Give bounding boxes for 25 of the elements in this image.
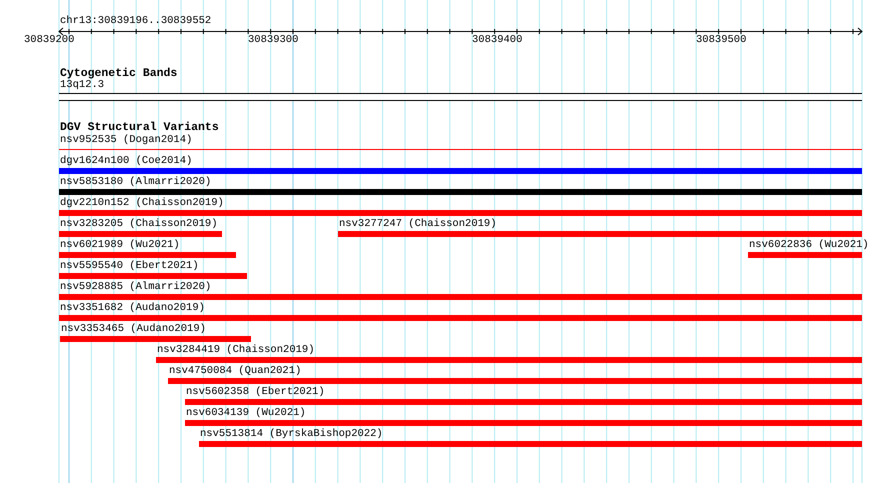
variant-label: nsv3353465 (Audano2019) — [61, 323, 206, 335]
band-label: 13q12.3 — [60, 79, 104, 91]
variant-label: dgv1624n100 (Coe2014) — [60, 155, 192, 167]
tick-label: 30839300 — [248, 34, 298, 46]
variant-label: nsv6022836 (Wu2021) — [749, 239, 869, 251]
track-title: DGV Structural Variants — [60, 122, 219, 134]
tick-label: 30839400 — [472, 34, 522, 46]
variant-label: nsv5928885 (Almarri2020) — [60, 281, 212, 293]
variant-label: nsv3351682 (Audano2019) — [60, 302, 205, 314]
tick-label: 30839500 — [696, 34, 746, 46]
variant-label: dgv2210n152 (Chaisson2019) — [60, 197, 224, 209]
track-title: Cytogenetic Bands — [60, 68, 178, 80]
variant-label: nsv4750084 (Quan2021) — [169, 365, 302, 377]
variant-label: nsv6021989 (Wu2021) — [60, 239, 180, 251]
variant-label: nsv3283205 (Chaisson2019) — [60, 218, 218, 230]
tick-label: 30839200 — [24, 34, 74, 46]
variant-label: nsv5853180 (Almarri2020) — [60, 176, 212, 188]
variant-label: nsv5602358 (Ebert2021) — [186, 386, 325, 398]
variant-label: nsv6034139 (Wu2021) — [186, 407, 306, 419]
variant-label: nsv952535 (Dogan2014) — [60, 134, 192, 146]
variant-label: nsv3284419 (Chaisson2019) — [157, 344, 315, 356]
locus-title: chr13:30839196..30839552 — [60, 15, 212, 27]
variant-label: nsv5595540 (Ebert2021) — [60, 260, 199, 272]
variant-label: nsv5513814 (ByrskaBishop2022) — [200, 428, 383, 440]
variant-label: nsv3277247 (Chaisson2019) — [339, 218, 497, 230]
